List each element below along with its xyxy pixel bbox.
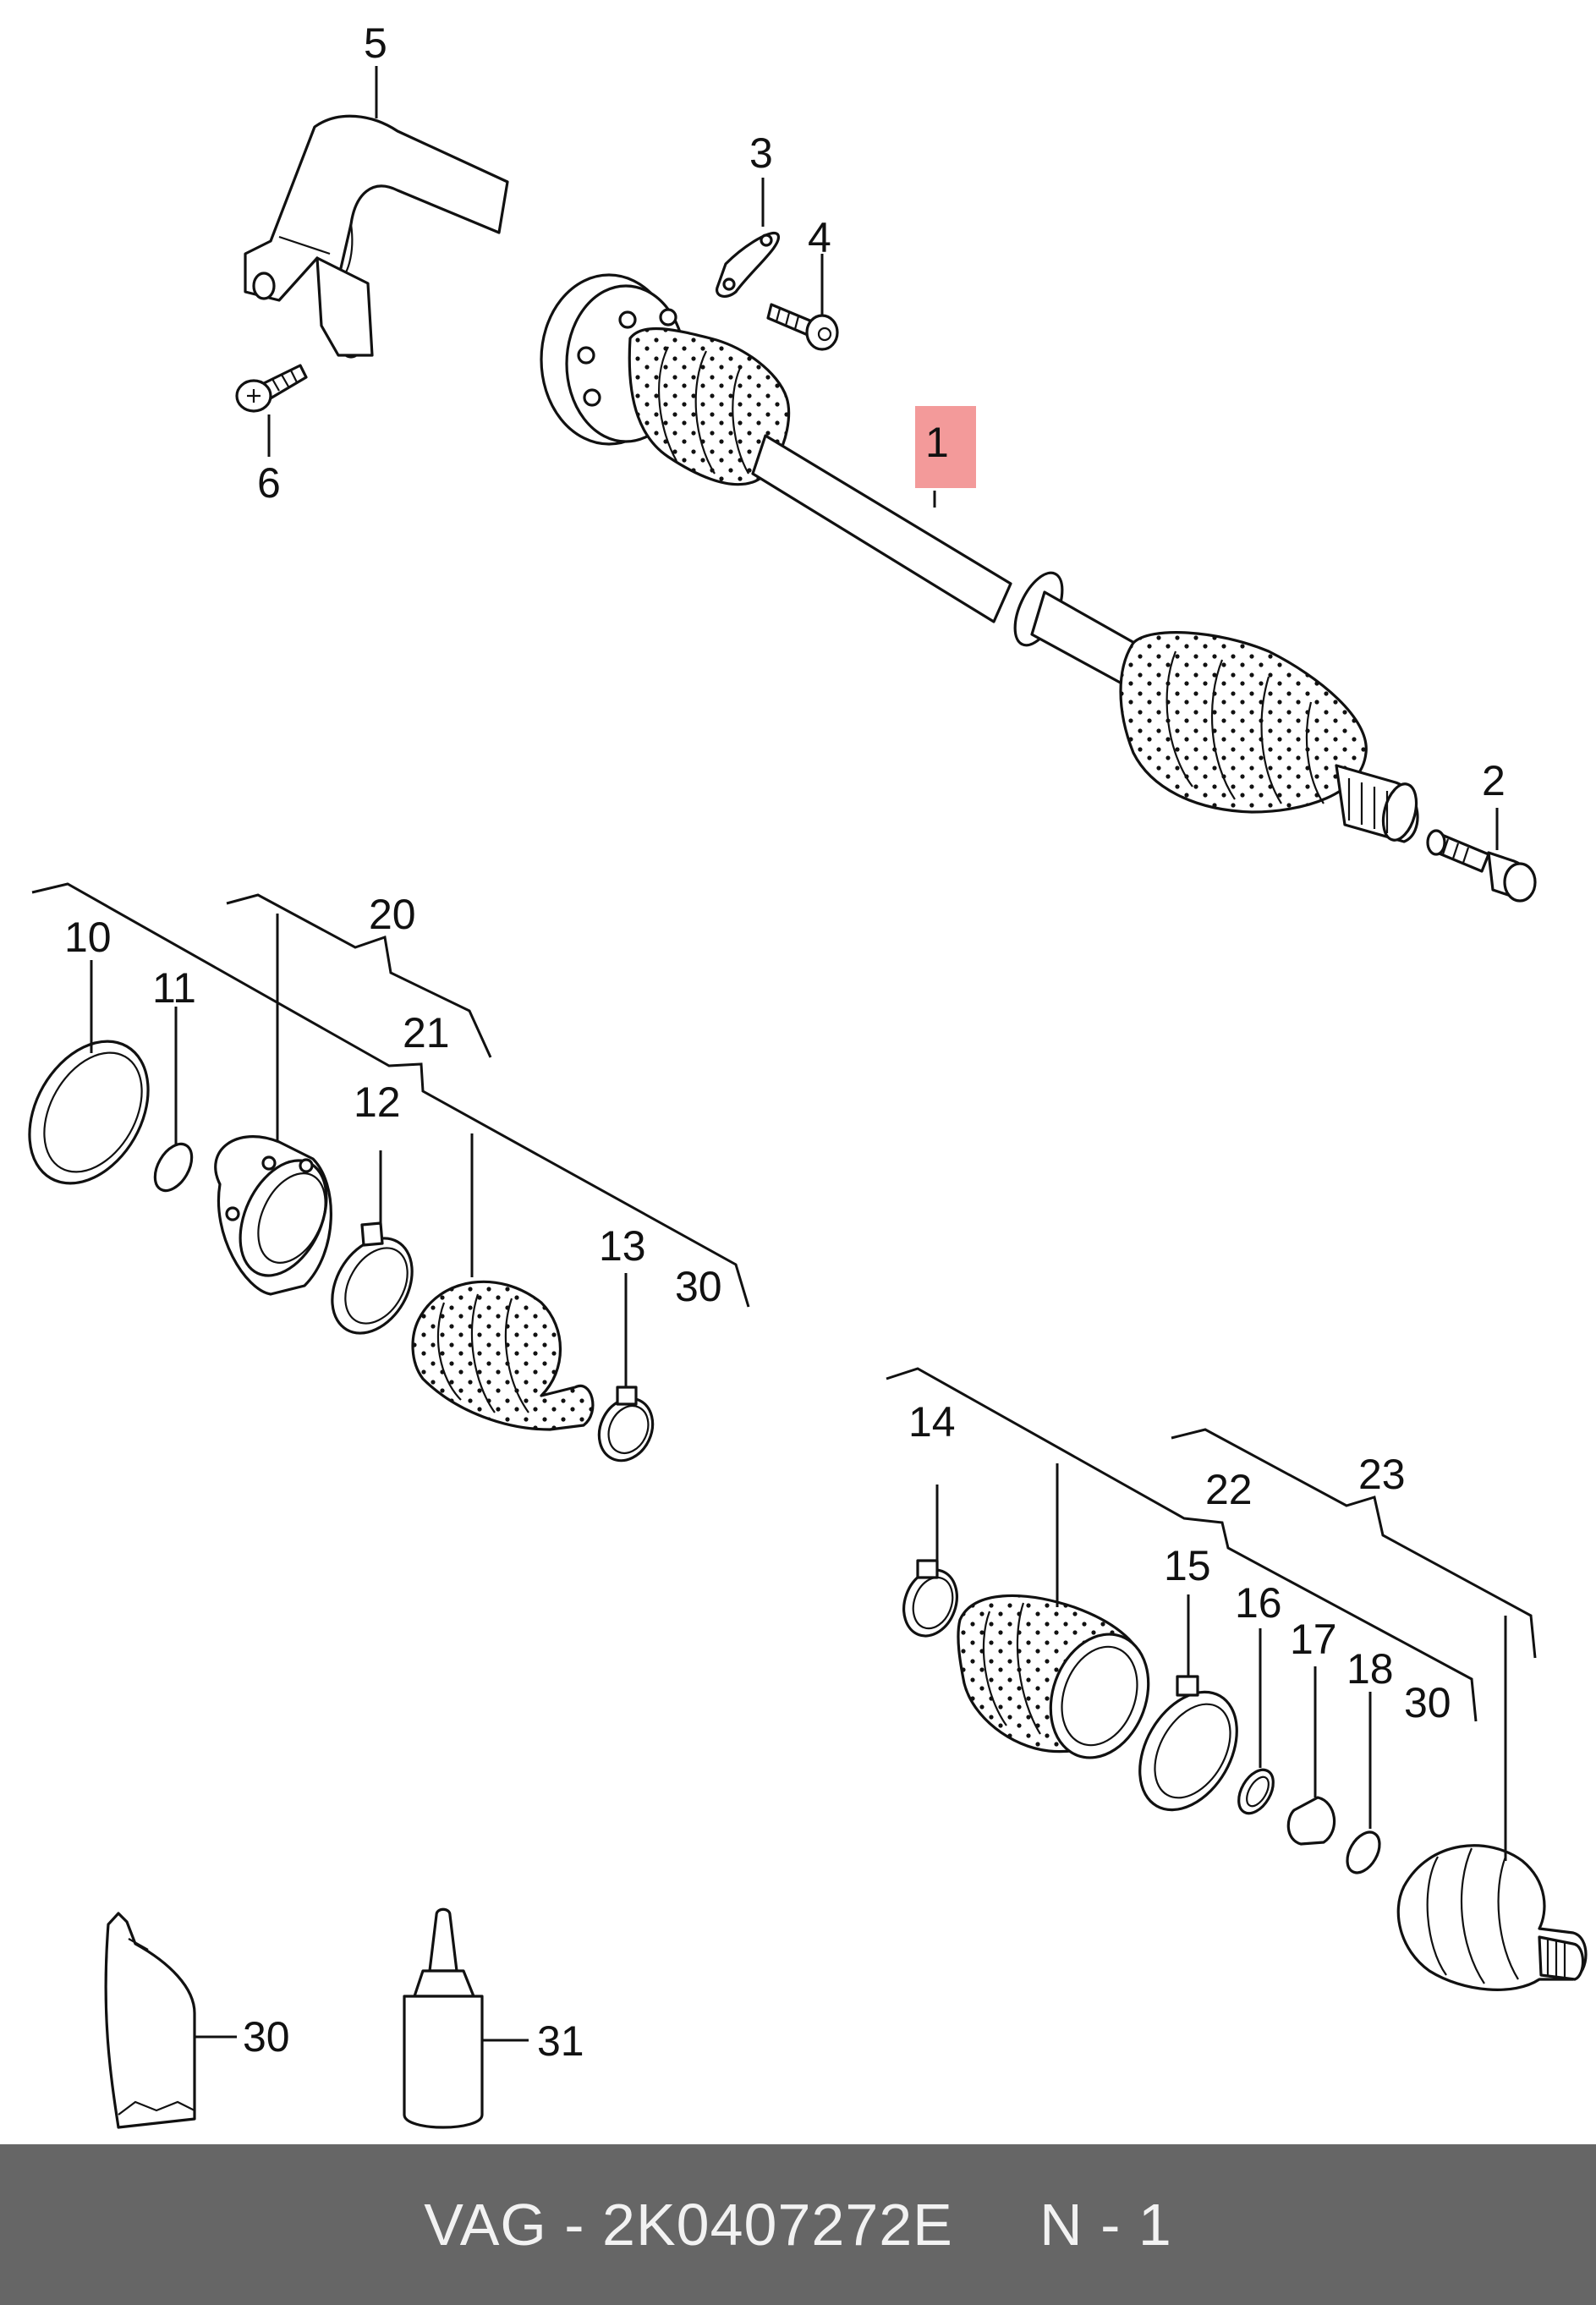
callout-31: 31 [537, 2017, 584, 2065]
callout-30-bottom: 30 [243, 2013, 290, 2061]
callout-4: 4 [808, 214, 831, 261]
top-leaders [267, 66, 1499, 850]
callout-10: 10 [64, 914, 112, 961]
callout-6: 6 [257, 459, 281, 507]
callout-1: 1 [925, 419, 949, 466]
heat-shield-part [244, 114, 509, 359]
grease-tube-part [104, 1912, 237, 2129]
inner-joint-kit [28, 1040, 655, 1463]
left-group-leaders [31, 882, 750, 1387]
bolt-part-2 [1426, 829, 1537, 903]
sealant-bottle-part [403, 1907, 529, 2129]
drive-shaft-assembly [540, 273, 1419, 843]
callout-3: 3 [749, 129, 773, 177]
callout-23: 23 [1358, 1451, 1406, 1498]
callout-13: 13 [599, 1222, 646, 1270]
callout-5: 5 [364, 19, 387, 67]
callout-30-left: 30 [675, 1263, 722, 1310]
callout-12: 12 [354, 1078, 401, 1126]
callout-labels: 5 3 4 6 1 2 10 11 20 21 12 13 30 14 22 2… [64, 19, 1506, 2065]
right-group-leaders [886, 1367, 1537, 1861]
callout-2: 2 [1482, 757, 1506, 804]
lock-plate-part [716, 231, 780, 299]
part-number-footer: VAG - 2K0407272E N - 1 [0, 2144, 1596, 2305]
callout-18: 18 [1346, 1645, 1394, 1693]
bolt-part-6 [235, 364, 308, 413]
callout-1-highlight [915, 406, 976, 488]
callout-22: 22 [1205, 1466, 1253, 1513]
callout-17: 17 [1290, 1616, 1337, 1663]
callout-11: 11 [152, 964, 196, 1012]
callout-15: 15 [1164, 1542, 1211, 1589]
part-number-label: VAG - 2K0407272E N - 1 [424, 2192, 1172, 2258]
callout-20: 20 [369, 891, 416, 938]
callout-16: 16 [1235, 1579, 1282, 1627]
bolt-part-4 [766, 303, 839, 351]
outer-joint-kit [902, 1559, 1588, 1991]
callout-21: 21 [403, 1009, 450, 1056]
parts-diagram: 5 3 4 6 1 2 10 11 20 21 12 13 30 14 22 2… [28, 19, 1588, 2129]
callout-14: 14 [908, 1398, 956, 1446]
callout-30-right: 30 [1404, 1679, 1451, 1726]
